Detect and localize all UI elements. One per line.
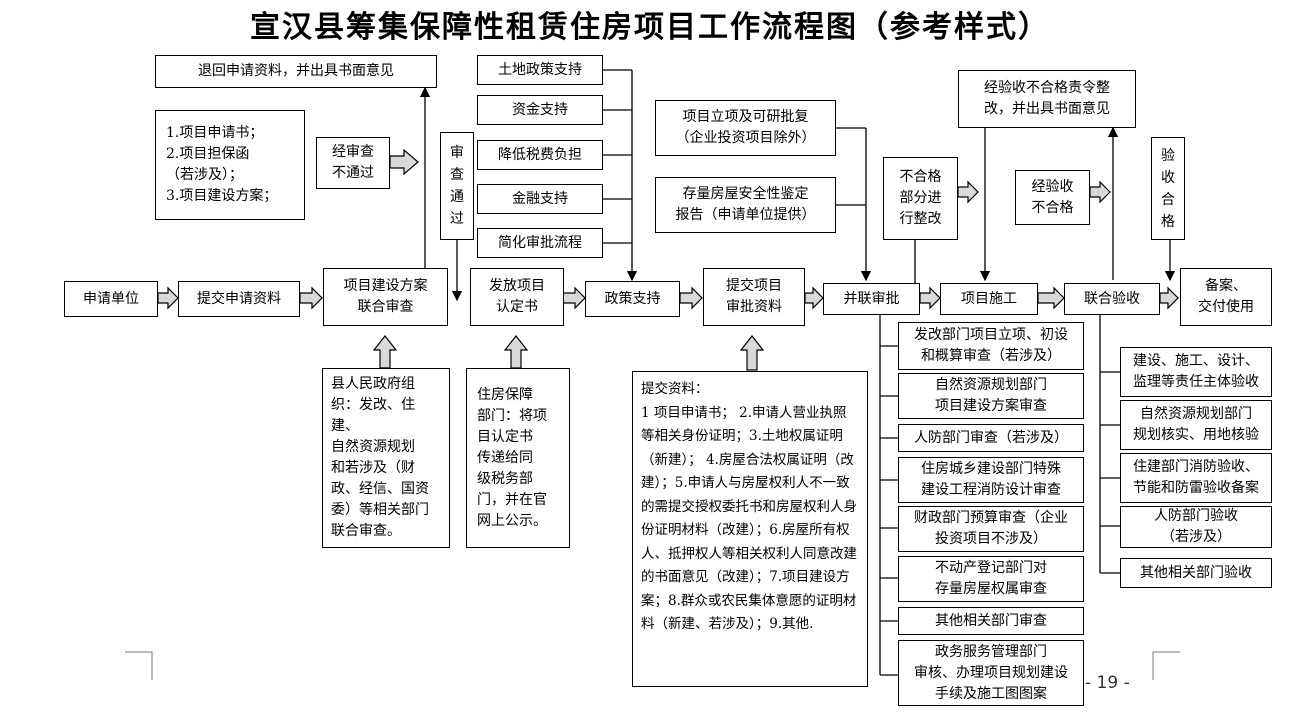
joint-acceptance-box: 联合验收: [1064, 283, 1160, 315]
policy-support-box: 政策支持: [585, 281, 680, 317]
filing-box: 备案、 交付使用: [1180, 268, 1272, 326]
materials-list-box: 1.项目申请书； 2.项目担保函 （若涉及）； 3.项目建设方案；: [155, 110, 305, 220]
county-govt-note: 县人民政府组 织：发改、住建、 自然资源规划 和若涉及（财 政、经信、国资 委）…: [322, 368, 450, 548]
safety-report-box: 存量房屋安全性鉴定 报告（申请单位提供）: [655, 177, 836, 233]
acceptance-item: 自然资源规划部门 规划核实、用地核验: [1120, 400, 1272, 450]
support-item: 资金支持: [477, 95, 603, 125]
parallel-item: 人防部门审查（若涉及）: [898, 424, 1084, 452]
parallel-item: 自然资源规划部门 项目建设方案审查: [898, 373, 1084, 419]
submit-approval-box: 提交项目 审批资料: [703, 268, 805, 326]
rectify-partial-box: 不合格 部分进 行整改: [883, 157, 958, 240]
page-number: - 19 -: [1085, 673, 1130, 693]
rectify-order-box: 经验收不合格责令整 改，并出具书面意见: [958, 70, 1136, 128]
applicant-box: 申请单位: [64, 281, 158, 317]
parallel-item: 住房城乡建设部门特殊 建设工程消防设计审查: [898, 457, 1084, 503]
support-item: 简化审批流程: [477, 228, 603, 258]
acceptance-item: 住建部门消防验收、 节能和防雷验收备案: [1120, 453, 1272, 503]
support-item: 降低税费负担: [477, 140, 603, 170]
parallel-approval-box: 并联审批: [823, 283, 920, 315]
parallel-item: 其他相关部门审查: [898, 607, 1084, 635]
parallel-item: 不动产登记部门对 存量房屋权属审查: [898, 556, 1084, 602]
issue-certificate-box: 发放项目 认定书: [470, 268, 564, 326]
review-failed-box: 经审查 不通过: [316, 137, 390, 189]
return-materials-box: 退回申请资料，并出具书面意见: [155, 55, 437, 88]
housing-dept-note: 住房保障 部门：将项 目认定书 传递给同 级税务部 门，并在官 网上公示。: [466, 368, 570, 548]
submit-materials-box: 提交申请资料: [178, 281, 300, 317]
parallel-item: 财政部门预算审查（企业 投资项目不涉及）: [898, 506, 1084, 552]
acceptance-passed-box: 验 收 合 格: [1151, 137, 1185, 240]
acceptance-item: 建设、施工、设计、 监理等责任主体验收: [1120, 347, 1272, 397]
page-title: 宣汉县筹集保障性租赁住房项目工作流程图（参考样式）: [250, 10, 1050, 45]
acceptance-item: 人防部门验收 （若涉及）: [1120, 506, 1272, 548]
support-item: 土地政策支持: [477, 55, 603, 85]
support-item: 金融支持: [477, 184, 603, 214]
construction-box: 项目施工: [940, 283, 1038, 315]
parallel-item: 政务服务管理部门 审核、办理项目规划建设 手续及施工图图案: [898, 640, 1084, 706]
parallel-item: 发改部门项目立项、初设 和概算审查（若涉及）: [898, 322, 1084, 370]
acceptance-item: 其他相关部门验收: [1120, 558, 1272, 588]
project-approval-box: 项目立项及可研批复 （企业投资项目除外）: [655, 100, 836, 156]
review-passed-box: 审 查 通 过: [440, 132, 474, 240]
joint-review-box: 项目建设方案 联合审查: [323, 268, 448, 326]
submit-materials-detail: 提交资料： 1 项目申请书； 2.申请人营业执照等相关身份证明；3.土地权属证明…: [632, 371, 868, 687]
acceptance-failed-box: 经验收 不合格: [1015, 170, 1090, 225]
